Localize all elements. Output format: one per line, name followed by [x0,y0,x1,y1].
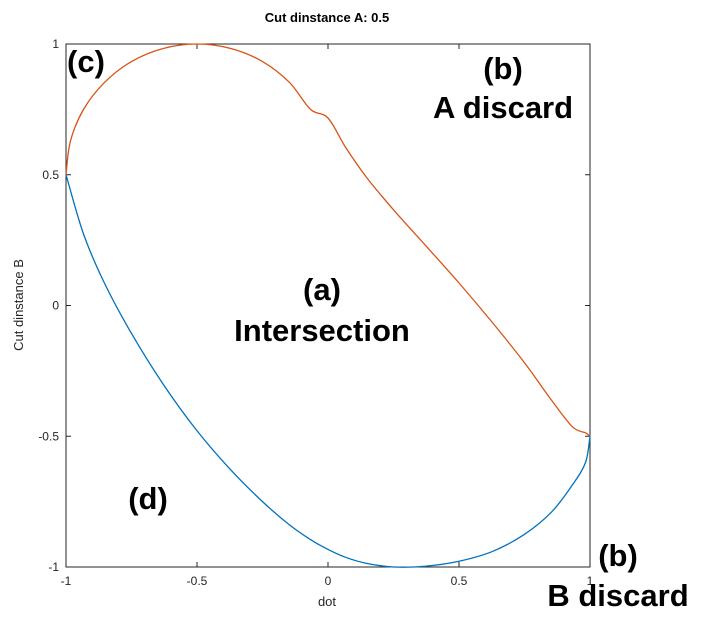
annotation-d-label: (d) [128,481,168,516]
annotation-b-top-text: A discard [433,90,573,125]
y-tick-label: 0.5 [42,168,59,182]
x-tick-label: -1 [61,574,72,588]
chart-title: Cut dinstance A: 0.5 [265,10,389,25]
x-tick-label: -0.5 [187,574,208,588]
annotation-a-label: (a) [303,272,341,307]
x-tick-label: 1 [587,574,594,588]
annotation-c-label: (c) [67,44,105,79]
y-tick-label: 0 [52,299,59,313]
x-tick-label: 0.5 [451,574,468,588]
x-tick-label: 0 [325,574,332,588]
annotation-b-bottom-text: B discard [547,578,688,613]
y-axis-label: Cut dinstance B [11,259,26,351]
y-tick-label: -0.5 [38,429,59,443]
x-axis-label: dot [318,594,336,609]
annotation-b-bottom-label: (b) [598,538,638,573]
annotation-a-text: Intersection [234,313,410,348]
y-tick-label: -1 [48,560,59,574]
plot-area [65,43,591,568]
series-line-upper [65,43,591,437]
annotation-b-top-label: (b) [483,51,523,86]
y-tick-label: 1 [52,37,59,51]
series-line-lower [65,174,591,568]
series-group [65,43,591,568]
axis-ticks: -1 -0.5 0 0.5 1 -1 -0.5 0 0.5 1 [38,37,593,588]
